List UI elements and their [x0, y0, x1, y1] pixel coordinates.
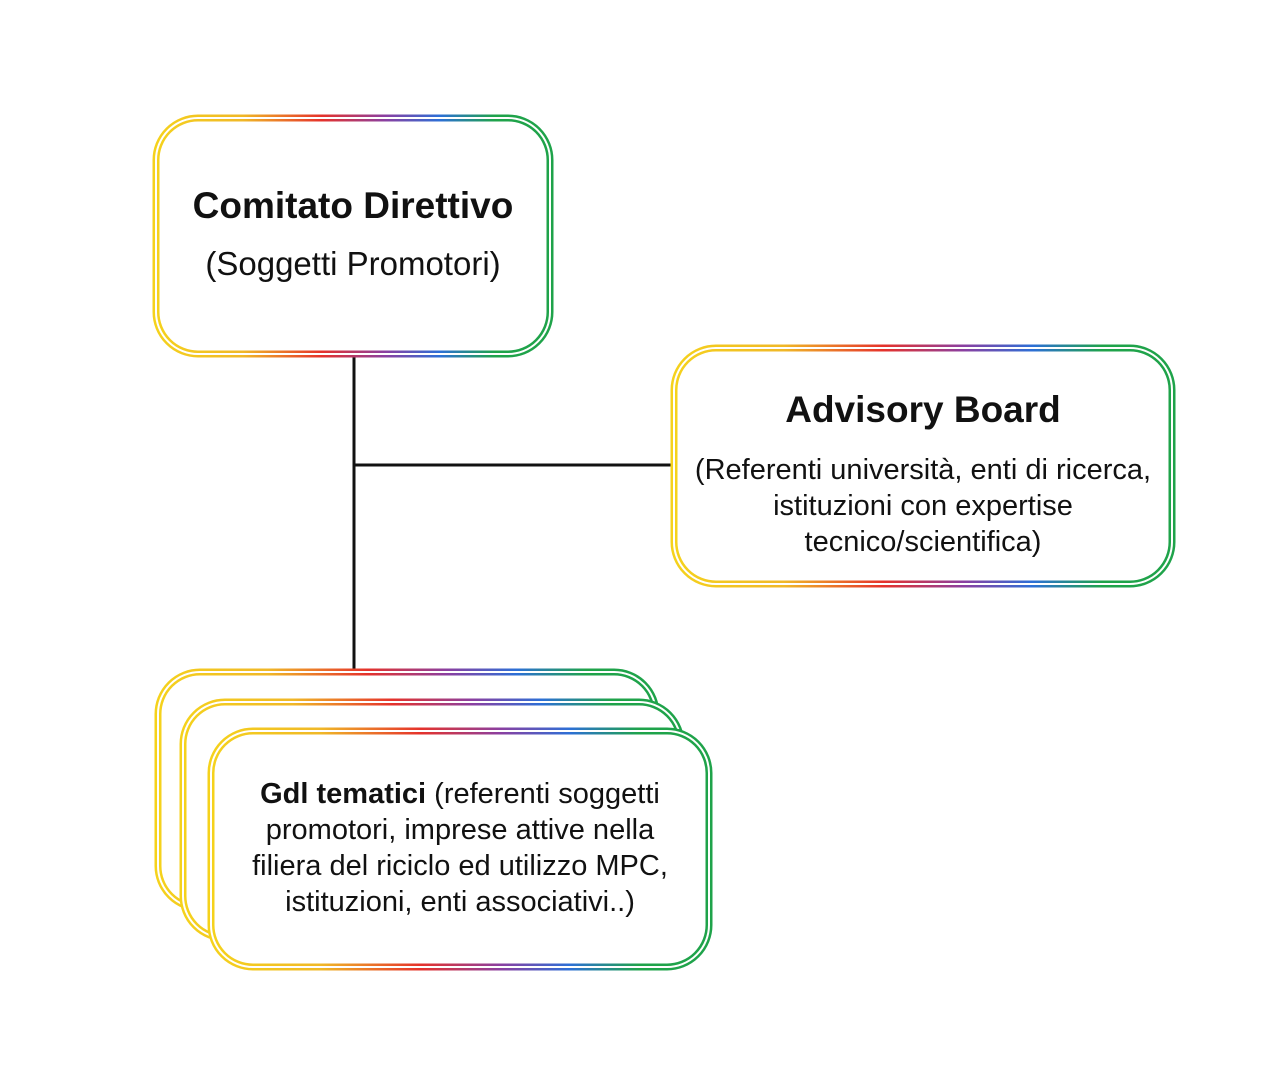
gdl-tematici-title: Gdl tematici [260, 778, 427, 810]
advisory-board-box [670, 344, 1176, 588]
comitato-direttivo-text: Comitato Direttivo (Soggetti Promotori) [156, 184, 550, 284]
gdl-tematici-line-1: Gdl tematici (referenti soggetti [211, 776, 709, 812]
connectors [352, 355, 674, 670]
advisory-board-title: Advisory Board [785, 389, 1061, 430]
gdl-tematici-text: Gdl tematici (referenti soggetti promoto… [211, 776, 709, 920]
comitato-direttivo-subtitle: (Soggetti Promotori) [205, 245, 501, 282]
advisory-board-text: Advisory Board (Referenti università, en… [674, 388, 1172, 560]
advisory-board-line-1: (Referenti università, enti di ricerca, [694, 454, 1152, 486]
advisory-board-line-2: istituzioni con expertise [773, 490, 1073, 522]
comitato-direttivo-box [152, 114, 554, 358]
gdl-box-front [207, 727, 713, 971]
gdl-tematici-line-3: filiera del riciclo ed utilizzo MPC, [252, 850, 668, 882]
gdl-tematici-line-2: promotori, imprese attive nella [265, 814, 655, 846]
gdl-tematici-line-4: istituzioni, enti associativi..) [285, 886, 635, 918]
gdl-tematici-stack [154, 668, 713, 971]
advisory-board-line-3: tecnico/scientifica) [804, 526, 1042, 558]
comitato-direttivo-title: Comitato Direttivo [192, 185, 514, 226]
advisory-board-description: (Referenti università, enti di ricerca, … [674, 452, 1172, 560]
gdl-tematici-line-1-rest: (referenti soggetti [426, 778, 660, 810]
